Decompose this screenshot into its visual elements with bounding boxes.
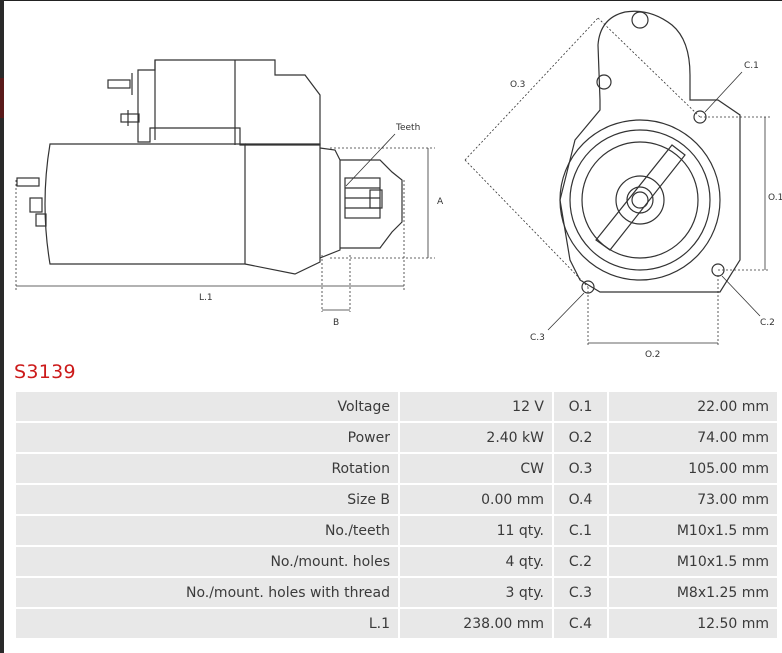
dimension-code: O.1 — [554, 392, 607, 421]
label-c3: C.3 — [530, 333, 545, 343]
table-row: Rotation CW O.3 105.00 mm — [16, 454, 777, 483]
table-row: L.1 238.00 mm C.4 12.50 mm — [16, 609, 777, 638]
label-l1: L.1 — [199, 293, 213, 303]
dimension-code: O.3 — [554, 454, 607, 483]
spec-label: L.1 — [16, 609, 398, 638]
label-teeth: Teeth — [395, 123, 420, 133]
label-a: A — [437, 197, 444, 207]
table-row: No./mount. holes with thread 3 qty. C.3 … — [16, 578, 777, 607]
left-border — [0, 0, 4, 653]
specs-table: Voltage 12 V O.1 22.00 mm Power 2.40 kW … — [14, 390, 779, 640]
dimension-code: C.2 — [554, 547, 607, 576]
technical-drawing: Teeth A L.1 B O.3 C.1 O.1 C.2 C.3 O — [15, 10, 782, 360]
dimension-code: O.4 — [554, 485, 607, 514]
front-circle-outer — [559, 119, 721, 281]
terminal-stud-bottom — [120, 113, 140, 123]
dimension-code: O.2 — [554, 423, 607, 452]
dimension-code: C.3 — [554, 578, 607, 607]
dimension-code: C.1 — [554, 516, 607, 545]
solenoid-body — [137, 59, 321, 146]
front-dimensions — [464, 17, 770, 345]
label-c1: C.1 — [744, 61, 759, 71]
terminal-stud-top — [107, 79, 131, 89]
dimension-value: 73.00 mm — [609, 485, 777, 514]
dimension-code: C.4 — [554, 609, 607, 638]
mounting-flange — [559, 10, 741, 293]
spec-label: No./teeth — [16, 516, 398, 545]
dimension-value: M10x1.5 mm — [609, 516, 777, 545]
label-b: B — [333, 318, 339, 328]
spec-value: 12 V — [400, 392, 552, 421]
product-code: S3139 — [14, 361, 76, 383]
dimension-value: 22.00 mm — [609, 392, 777, 421]
dimension-value: M10x1.5 mm — [609, 547, 777, 576]
spec-value: 2.40 kW — [400, 423, 552, 452]
motor-housing — [44, 143, 246, 265]
dimension-value: 74.00 mm — [609, 423, 777, 452]
spec-value: 0.00 mm — [400, 485, 552, 514]
table-row: Size B 0.00 mm O.4 73.00 mm — [16, 485, 777, 514]
table-row: Voltage 12 V O.1 22.00 mm — [16, 392, 777, 421]
spec-label: No./mount. holes with thread — [16, 578, 398, 607]
spec-label: Rotation — [16, 454, 398, 483]
dimension-value: 105.00 mm — [609, 454, 777, 483]
spec-value: 238.00 mm — [400, 609, 552, 638]
spec-label: Voltage — [16, 392, 398, 421]
label-o2: O.2 — [645, 350, 660, 360]
spec-value: 4 qty. — [400, 547, 552, 576]
front-dimension-arrows — [547, 71, 766, 344]
drive-nose — [340, 159, 403, 249]
label-o1: O.1 — [768, 193, 782, 203]
table-row: No./teeth 11 qty. C.1 M10x1.5 mm — [16, 516, 777, 545]
spec-value: 11 qty. — [400, 516, 552, 545]
label-o3: O.3 — [510, 80, 525, 90]
top-border — [0, 0, 782, 1]
side-view-drawing — [16, 59, 403, 275]
label-c2: C.2 — [760, 318, 775, 328]
table-row: Power 2.40 kW O.2 74.00 mm — [16, 423, 777, 452]
spec-value: CW — [400, 454, 552, 483]
spec-label: Size B — [16, 485, 398, 514]
dimension-value: 12.50 mm — [609, 609, 777, 638]
dimension-value: M8x1.25 mm — [609, 578, 777, 607]
spec-label: Power — [16, 423, 398, 452]
front-view-drawing — [559, 10, 741, 294]
side-dimensions — [15, 133, 435, 312]
spec-label: No./mount. holes — [16, 547, 398, 576]
table-row: No./mount. holes 4 qty. C.2 M10x1.5 mm — [16, 547, 777, 576]
spec-value: 3 qty. — [400, 578, 552, 607]
